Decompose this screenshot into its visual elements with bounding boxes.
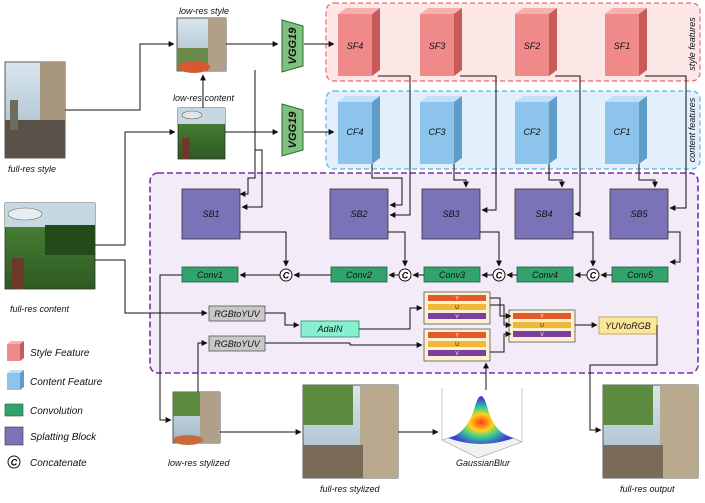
sf3-label: SF3: [429, 41, 446, 51]
content-features-group-label: content features: [687, 97, 697, 162]
content-vgg-encoder: [281, 103, 304, 157]
sb5-label: SB5: [630, 209, 648, 219]
stack-1-y: Y: [455, 296, 459, 302]
yuv-stack-2: [423, 328, 491, 362]
stack-3-v: V: [540, 332, 544, 338]
style-vgg-label: VGG19: [287, 27, 299, 65]
legend-content-feature-swatch: [7, 370, 24, 390]
low-res-style-label: low-res style: [179, 6, 229, 16]
yuv-to-rgb-label: YUVtoRGB: [605, 321, 651, 331]
legend-convolution-swatch: [4, 403, 24, 417]
stack-2-y: Y: [455, 333, 459, 339]
full-res-stylized-image: [302, 384, 399, 479]
full-res-content-image: [4, 202, 96, 290]
low-res-content-label: low-res content: [173, 93, 235, 103]
concat-node-2: C: [398, 268, 412, 282]
conv1-label: Conv1: [197, 270, 223, 280]
sf1-label: SF1: [614, 41, 631, 51]
legend-style-feature-label: Style Feature: [30, 348, 90, 359]
content-feature-cf4: [338, 96, 380, 164]
legend-convolution-label: Convolution: [30, 406, 83, 417]
gaussian-blur-plot: [441, 388, 523, 459]
cf4-label: CF4: [346, 127, 363, 137]
cf1-label: CF1: [613, 127, 630, 137]
low-res-stylized-label: low-res stylized: [168, 458, 231, 468]
full-res-stylized-label: full-res stylized: [320, 484, 381, 494]
rgb-to-yuv-1-label: RGBtoYUV: [214, 309, 261, 319]
style-features-group-label: style features: [687, 17, 697, 71]
splatting-block-sb4: [514, 188, 574, 240]
stack-2-v: V: [455, 351, 459, 357]
legend-content-feature-label: Content Feature: [30, 377, 103, 388]
content-feature-cf2: [515, 96, 557, 164]
legend-splatting-block-label: Splatting Block: [30, 432, 97, 443]
content-feature-cf3: [420, 96, 462, 164]
legend-splatting-block-swatch: [4, 426, 24, 446]
sf4-label: SF4: [347, 41, 364, 51]
splatting-block-sb3: [421, 188, 481, 240]
legend: Style Feature Content Feature Convolutio…: [4, 341, 103, 469]
concat-node-4: C: [586, 268, 600, 282]
splatting-block-sb5: [609, 188, 669, 240]
sf2-label: SF2: [524, 41, 541, 51]
conv5-label: Conv5: [627, 270, 654, 280]
content-vgg-label: VGG19: [287, 111, 299, 149]
legend-style-feature-swatch: [7, 341, 24, 361]
gaussian-blur-label: GaussianBlur: [456, 458, 511, 468]
svg-text:C: C: [283, 271, 290, 281]
rgb-to-yuv-2-label: RGBtoYUV: [214, 339, 261, 349]
stack-1-u: U: [455, 305, 459, 311]
full-res-content-label: full-res content: [10, 304, 70, 314]
conv3-label: Conv3: [439, 270, 465, 280]
low-res-content-image: [177, 107, 226, 160]
stack-3-u: U: [540, 323, 544, 329]
low-res-style-image: [176, 17, 227, 73]
stack-3-y: Y: [540, 314, 544, 320]
content-feature-cf1: [605, 96, 647, 164]
full-res-style-label: full-res style: [8, 164, 56, 174]
style-feature-sf1: [605, 8, 647, 76]
cf2-label: CF2: [523, 127, 540, 137]
low-res-stylized-image: [172, 391, 221, 445]
cf3-label: CF3: [428, 127, 445, 137]
sb1-label: SB1: [202, 209, 219, 219]
svg-text:C: C: [496, 271, 503, 281]
full-res-style-image: [4, 61, 66, 159]
connectors: [65, 41, 687, 435]
full-res-output-label: full-res output: [620, 484, 675, 494]
yuv-stack-3: [508, 309, 576, 343]
svg-text:C: C: [590, 271, 597, 281]
stack-1-v: V: [455, 314, 459, 320]
conv2-label: Conv2: [346, 270, 372, 280]
splatting-block-sb2: [329, 188, 389, 240]
splatting-block-sb1: [181, 188, 241, 240]
style-feature-sf4: [338, 8, 380, 76]
sb4-label: SB4: [535, 209, 552, 219]
legend-concatenate-swatch: C: [7, 455, 21, 469]
adain-label: AdaIN: [316, 324, 343, 334]
sb3-label: SB3: [442, 209, 459, 219]
stack-2-u: U: [455, 342, 459, 348]
svg-text:C: C: [11, 458, 18, 468]
legend-concatenate-label: Concatenate: [30, 458, 87, 469]
concat-node-1: C: [279, 268, 293, 282]
yuv-stack-1: [423, 291, 491, 325]
sb2-label: SB2: [350, 209, 367, 219]
conv4-label: Conv4: [532, 270, 558, 280]
full-res-output-image: [602, 384, 699, 479]
concat-node-3: C: [492, 268, 506, 282]
svg-text:C: C: [402, 271, 409, 281]
style-vgg-encoder: [281, 19, 304, 73]
style-feature-sf2: [515, 8, 557, 76]
style-feature-sf3: [420, 8, 462, 76]
